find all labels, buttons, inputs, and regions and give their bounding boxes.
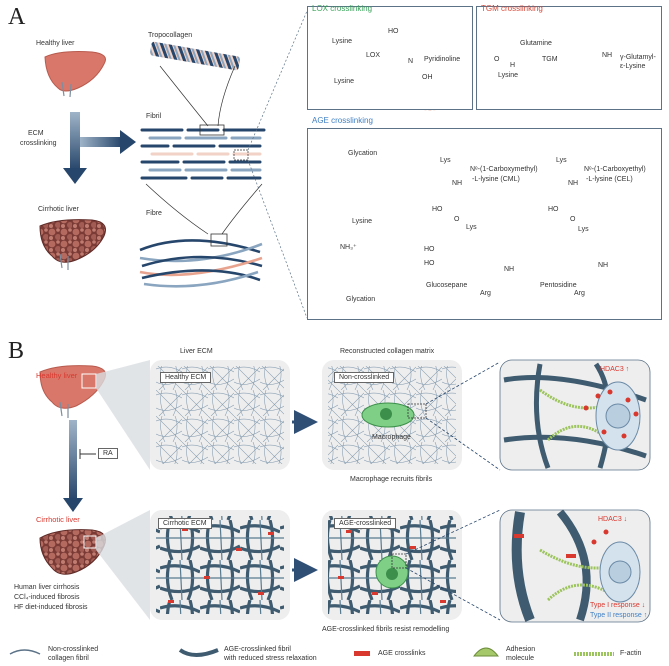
hdac3-up: HDAC3 ↑ (600, 366, 630, 373)
age-lysine: Lysine (352, 218, 372, 225)
age-cel-o: O (570, 216, 576, 223)
tgm-box (476, 6, 662, 110)
legend-noncrosslinked-1: Non-crosslinked (48, 646, 99, 653)
panel-b-letter: B (8, 338, 25, 364)
lox-box (307, 6, 473, 110)
lox-lysine-bottom: Lysine (334, 78, 354, 85)
cirrhotic-liver-icon (39, 219, 106, 263)
age-cel-lys: Lys (556, 157, 567, 164)
age-nh3: NH₃⁺ (340, 244, 357, 251)
model-3: HF diet-induced fibrosis (14, 604, 88, 611)
age-pentosidine: Pentosidine (540, 282, 577, 289)
lox-lysine-top: Lysine (332, 38, 352, 45)
ra-tag: RA (98, 448, 118, 459)
legend-age-fibril-icon (178, 648, 219, 657)
type2-label: Type II response ↑ (590, 612, 648, 619)
lox-title: LOX crosslinking (312, 4, 373, 13)
cirrhotic-liver-b-label: Cirrhotic liver (36, 515, 80, 524)
age-pen-lys: Lys (578, 226, 589, 233)
age-cel-nh: NH (568, 180, 579, 187)
lox-product: Pyridinoline (424, 56, 461, 63)
type1-label: Type I response ↓ (590, 602, 646, 609)
cirrhotic-liver-label: Cirrhotic liver (38, 206, 79, 213)
age-glycation-top: Glycation (348, 150, 378, 157)
tgm-title: TGM crosslinking (481, 4, 543, 13)
hdac3-dots-up (583, 389, 639, 439)
age-pen-nh: NH (598, 262, 609, 269)
age-cml-nh: NH (452, 180, 463, 187)
lox-ho: HO (388, 28, 399, 35)
tgm-product-2: ε-Lysine (620, 63, 646, 70)
non-crosslinked-tag: Non-crosslinked (334, 372, 395, 383)
legend-factin: F-actin (620, 650, 642, 657)
tgm-nh: NH (602, 52, 613, 59)
cirrhotic-ecm-tag: Cirrhotic ECM (158, 518, 212, 529)
legend-noncrosslinked-2: collagen fibril (48, 655, 89, 662)
resist-label: AGE-crosslinked fibrils resist remodelli… (322, 626, 450, 633)
age-title: AGE crosslinking (312, 116, 373, 125)
tgm-lysine: Lysine (498, 72, 518, 79)
healthy-ecm-tag: Healthy ECM (160, 372, 212, 383)
age-cml-lys: Lys (440, 157, 451, 164)
healthy-liver-icon (44, 51, 106, 92)
fibre-graphic (139, 239, 263, 288)
legend-adhesion-2: molecule (506, 655, 535, 662)
lox-arrow-label: LOX (366, 52, 381, 59)
age-glu-ho1: HO (424, 246, 435, 253)
hdac3-down: HDAC3 ↓ (598, 516, 628, 523)
fibre-label: Fibre (146, 210, 162, 217)
age-glu-nh: NH (504, 266, 515, 273)
age-cel-ho: HO (548, 206, 559, 213)
tgm-arrow-label: TGM (542, 56, 558, 63)
ecm-label: ECM (28, 130, 44, 137)
tgm-o: O (494, 56, 500, 63)
age-glycation-bottom: Glycation (346, 296, 376, 303)
age-crosslinked-tag: AGE-crosslinked (334, 518, 397, 529)
liver-ecm-label: Liver ECM (180, 348, 213, 355)
tgm-product-1: γ-Glutamyl- (620, 54, 656, 61)
healthy-liver-b-icon (39, 365, 106, 409)
tgm-h: H (510, 62, 516, 69)
legend-age-crosslinks-icon (354, 651, 370, 656)
legend-age-fibril-2: with reduced stress relaxation (224, 655, 317, 662)
age-cml-ho: HO (432, 206, 443, 213)
reconstructed-label: Reconstructed collagen matrix (340, 348, 435, 355)
cirrhotic-liver-b-icon (39, 529, 106, 575)
crosslinking-label: crosslinking (20, 140, 57, 147)
age-glu-arg: Arg (480, 290, 491, 297)
legend-age-crosslinks: AGE crosslinks (378, 650, 426, 657)
legend-adhesion-1: Adhesion (506, 646, 536, 653)
legend-adhesion-icon (472, 647, 500, 657)
legend-age-fibril-1: AGE-crosslinked fibril (224, 646, 291, 653)
recruits-label: Macrophage recruits fibrils (350, 476, 433, 483)
zoom-cirrhotic-graphic (511, 509, 641, 622)
age-cel-1: Nᵉ-(1-Carboxyethyl) (584, 166, 646, 173)
age-glucosepane: Glucosepane (426, 282, 468, 289)
lox-oh: OH (422, 74, 433, 81)
age-glu-ho2: HO (424, 260, 435, 267)
age-cml-2: -L-lysine (CML) (472, 176, 520, 183)
healthy-liver-label: Healthy liver (36, 40, 75, 47)
healthy-liver-b-label: Healthy liver (36, 371, 78, 380)
age-pen-arg: Arg (574, 290, 585, 297)
panel-a-letter: A (8, 4, 26, 30)
tropocollagen-label: Tropocollagen (148, 32, 193, 39)
tropocollagen-graphic (149, 41, 241, 71)
fibril-label: Fibril (146, 113, 162, 120)
tgm-glutamine: Glutamine (520, 40, 552, 47)
macrophage-label: Macrophage (372, 434, 411, 441)
age-cml-o: O (454, 216, 460, 223)
model-2: CCl₄-induced fibrosis (14, 594, 80, 601)
lox-n: N (408, 58, 414, 65)
age-cml-1: Nᵉ-(1-Carboxymethyl) (470, 166, 538, 173)
fibril-graphic (140, 128, 266, 180)
age-glu-lys: Lys (466, 224, 477, 231)
age-box (307, 128, 662, 320)
legend-noncrosslinked-icon (9, 649, 41, 655)
age-cel-2: -L-lysine (CEL) (586, 176, 633, 183)
model-1: Human liver cirrhosis (14, 584, 80, 591)
